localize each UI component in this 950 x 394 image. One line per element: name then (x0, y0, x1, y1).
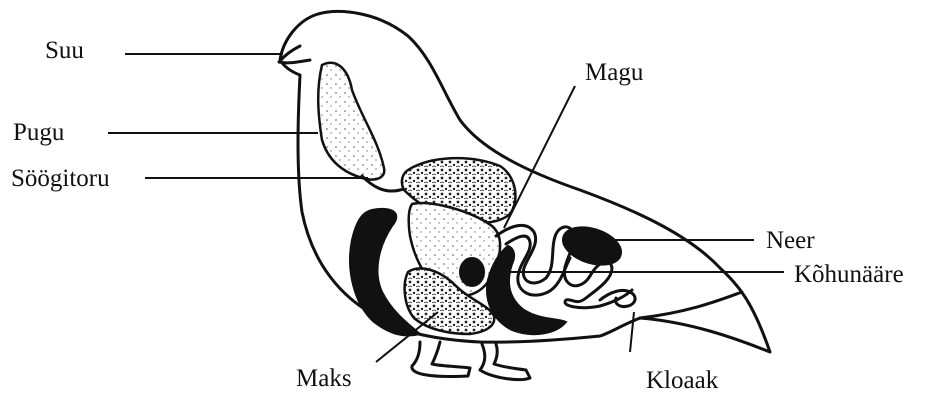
intestine-loop-2 (506, 236, 570, 295)
label-maks: Maks (296, 365, 352, 392)
label-suu: Suu (45, 37, 84, 64)
label-magu: Magu (585, 59, 644, 86)
gizzard-dark-part (460, 258, 484, 286)
label-neer: Neer (766, 227, 815, 254)
label-pugu: Pugu (13, 119, 65, 146)
label-kloaak: Kloaak (646, 367, 719, 394)
leader-magu (504, 86, 575, 228)
crop-organ (318, 63, 384, 180)
label-soogitoru: Söögitoru (11, 165, 110, 192)
leader-kloaak (630, 312, 634, 352)
label-kohunaare: Kõhunääre (794, 261, 904, 288)
